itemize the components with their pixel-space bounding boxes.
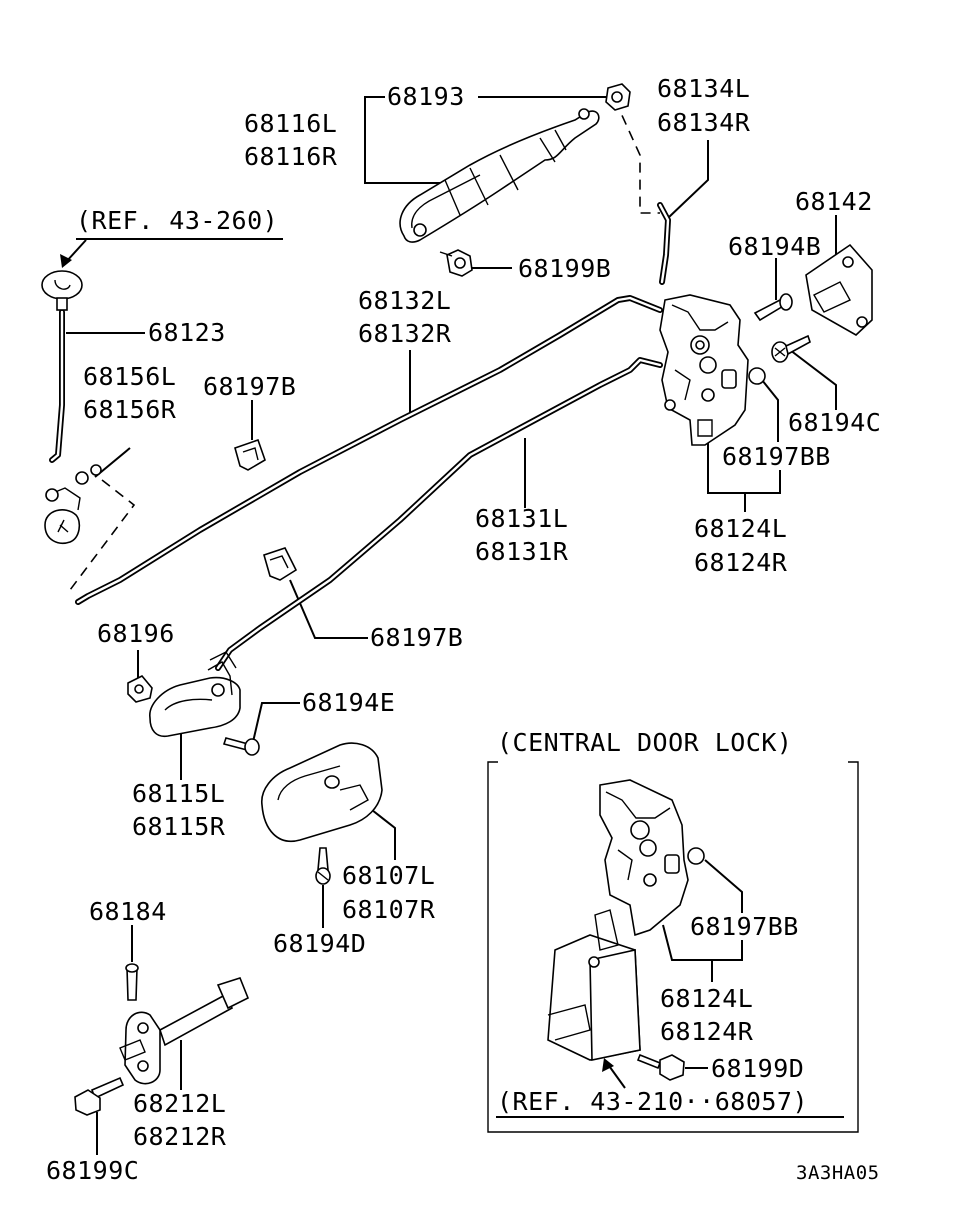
part-label-68197B-upper: 68197B bbox=[203, 372, 297, 401]
part-label-68124L-top: 68124L bbox=[694, 514, 788, 543]
part-label-68212L: 68212L bbox=[133, 1089, 227, 1118]
bolt-68199B bbox=[439, 249, 473, 277]
ref-label-bottom: (REF. 43-210··68057) bbox=[497, 1087, 809, 1116]
part-label-68142: 68142 bbox=[795, 187, 873, 216]
part-label-68132R: 68132R bbox=[358, 319, 452, 348]
clip-68193 bbox=[605, 83, 631, 111]
clip-68197B-upper bbox=[234, 438, 266, 471]
part-label-68194C: 68194C bbox=[788, 408, 882, 437]
screw-68194C bbox=[771, 334, 811, 363]
diagram-code: 3A3HA05 bbox=[796, 1162, 880, 1184]
screw-68194E bbox=[222, 737, 260, 756]
part-label-68115R: 68115R bbox=[132, 812, 226, 841]
rod-68123 bbox=[49, 309, 65, 463]
dashed-guides bbox=[69, 99, 660, 591]
part-label-68196: 68196 bbox=[97, 619, 175, 648]
part-label-68197BB-central: 68197BB bbox=[690, 912, 799, 941]
ref-label-top: (REF. 43-260) bbox=[76, 206, 279, 235]
leader-lines bbox=[60, 96, 844, 1155]
part-label-68116L: 68116L bbox=[244, 109, 338, 138]
screw-68194D bbox=[315, 847, 331, 885]
inner-handle-68115 bbox=[149, 651, 241, 738]
rod-68131 bbox=[215, 357, 663, 671]
part-label-68134R: 68134R bbox=[657, 108, 751, 137]
clip-68196 bbox=[127, 675, 153, 703]
part-label-68197BB-top: 68197BB bbox=[722, 442, 831, 471]
cap-68123 bbox=[41, 270, 83, 311]
central-door-lock-title: (CENTRAL DOOR LOCK) bbox=[497, 728, 793, 757]
part-label-68116R: 68116R bbox=[244, 142, 338, 171]
latch-68156 bbox=[44, 464, 102, 544]
part-label-68199C: 68199C bbox=[46, 1156, 140, 1185]
part-label-68107R: 68107R bbox=[342, 895, 436, 924]
part-label-68156L: 68156L bbox=[83, 362, 177, 391]
part-label-68212R: 68212R bbox=[133, 1122, 227, 1151]
rod-68134 bbox=[657, 202, 671, 285]
part-label-68107L: 68107L bbox=[342, 861, 436, 890]
central-lock-assembly bbox=[599, 779, 705, 937]
clip-68197B-lower bbox=[263, 547, 298, 581]
part-label-68197B-lower: 68197B bbox=[370, 623, 464, 652]
part-label-68134L: 68134L bbox=[657, 74, 751, 103]
lock-assembly-68124 bbox=[659, 294, 766, 446]
outer-handle-68116 bbox=[399, 108, 600, 243]
part-label-68124R-top: 68124R bbox=[694, 548, 788, 577]
bolt-68199D bbox=[636, 1053, 685, 1081]
door-checker-68212 bbox=[119, 977, 250, 1085]
part-label-68194E: 68194E bbox=[302, 688, 396, 717]
part-label-68131L: 68131L bbox=[475, 504, 569, 533]
part-label-68123: 68123 bbox=[148, 318, 226, 347]
part-label-68199B: 68199B bbox=[518, 254, 612, 283]
part-label-68156R: 68156R bbox=[83, 395, 177, 424]
part-label-68115L: 68115L bbox=[132, 779, 226, 808]
part-label-68131R: 68131R bbox=[475, 537, 569, 566]
bolt-68199C bbox=[74, 1076, 125, 1116]
pin-68184 bbox=[125, 963, 139, 1001]
part-label-68193: 68193 bbox=[387, 82, 465, 111]
rod-68132 bbox=[75, 295, 663, 605]
part-label-68124R-central: 68124R bbox=[660, 1017, 754, 1046]
part-label-68194B: 68194B bbox=[728, 232, 822, 261]
part-label-68184: 68184 bbox=[89, 897, 167, 926]
striker-68142 bbox=[805, 243, 873, 336]
screw-68194B bbox=[753, 293, 793, 322]
part-label-68132L: 68132L bbox=[358, 286, 452, 315]
central-door-lock-box bbox=[487, 761, 859, 1133]
central-actuator bbox=[547, 909, 641, 1061]
part-label-68124L-central: 68124L bbox=[660, 984, 754, 1013]
bezel-68107 bbox=[261, 742, 383, 843]
part-label-68194D: 68194D bbox=[273, 929, 367, 958]
part-label-68199D: 68199D bbox=[711, 1054, 805, 1083]
